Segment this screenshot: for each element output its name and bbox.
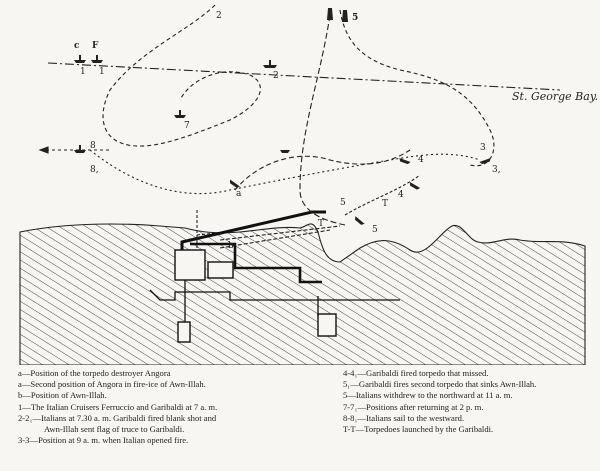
legend-item: a—Second position of Angora in fire-ice …	[18, 379, 206, 390]
mark-8: 8	[90, 141, 96, 151]
legend-item: a—Position of the torpedo destroyer Ango…	[18, 368, 171, 378]
mark-2: 2	[273, 71, 279, 81]
ship-icon	[342, 10, 348, 22]
ship-icon	[91, 55, 103, 63]
map-labels: c F 1 1 2 2 5 7 8 8, 3 3, 4 4 5 5 a b T …	[74, 11, 501, 251]
mark-t: T	[318, 219, 324, 229]
mark-top-2: 2	[216, 11, 222, 21]
mark-8a: 8,	[90, 165, 99, 175]
harbor-map: c F 1 1 2 2 5 7 8 8, 3 3, 4 4 5 5 a b T …	[19, 4, 598, 365]
legend-item: 7-7₁—Positions after returning at 2 p. m…	[343, 401, 484, 412]
mark-top-5: 5	[352, 13, 358, 23]
mark-1b: 1	[99, 67, 105, 77]
coastline-land	[19, 223, 586, 365]
legend-item: 5₁—Garibaldi fires second torpedo that s…	[343, 379, 537, 390]
ship-icon	[399, 157, 411, 165]
mark-4: 4	[418, 155, 424, 165]
mark-3: 3	[480, 143, 486, 153]
legend-item: Awn-Illah sent flag of truce to Garibald…	[44, 424, 185, 435]
ship-markers	[74, 8, 491, 225]
ship-icon	[280, 150, 290, 153]
legend-item: T-T—Torpedoes launched by the Garibaldi.	[343, 424, 494, 435]
ship-icon	[230, 179, 240, 188]
legend-item: 8-8₁—Italians sail to the westward.	[343, 412, 465, 423]
legend-item: 5—Italians withdrew to the northward at …	[343, 390, 513, 401]
ship-icon	[74, 55, 86, 63]
mark-f: F	[92, 41, 99, 51]
legend-item: 1—The Italian Cruisers Ferruccio and Gar…	[18, 401, 218, 412]
mark-7: 7	[184, 121, 190, 131]
place-label: St. George Bay.	[512, 90, 598, 103]
mark-5a: 5	[340, 198, 346, 208]
ship-icon	[409, 182, 421, 190]
legend-item: 2-2₁—Italians at 7.30 a. m. Garibaldi fi…	[18, 412, 217, 423]
ship-icon	[355, 216, 365, 225]
ship-icon	[263, 60, 277, 68]
legend-item: b—Position of Awn-Illah.	[18, 390, 107, 401]
ship-icon	[74, 145, 86, 153]
legend-item: 3-3—Position at 9 a. m. when Italian ope…	[18, 435, 189, 446]
mark-4a: 4	[398, 190, 404, 200]
mark-5: 5	[372, 225, 378, 235]
mark-a: a	[236, 189, 242, 199]
ship-icon	[174, 110, 186, 118]
fort-walls	[149, 210, 400, 343]
legend-left: a—Position of the torpedo destroyer Ango…	[18, 368, 318, 446]
mark-c: c	[74, 41, 80, 51]
mark-3a: 3,	[492, 165, 501, 175]
legend-right: 4-4₁—Garibaldi fired torpedo that missed…	[343, 368, 593, 435]
mark-t-a: T	[382, 199, 388, 209]
mark-b: b	[228, 241, 234, 251]
ship-icon	[479, 157, 491, 165]
legend-item: 4-4₁—Garibaldi fired torpedo that missed…	[343, 368, 489, 378]
ship-icon	[327, 8, 333, 20]
ship-tracks	[38, 4, 561, 249]
mark-1a: 1	[80, 67, 86, 77]
